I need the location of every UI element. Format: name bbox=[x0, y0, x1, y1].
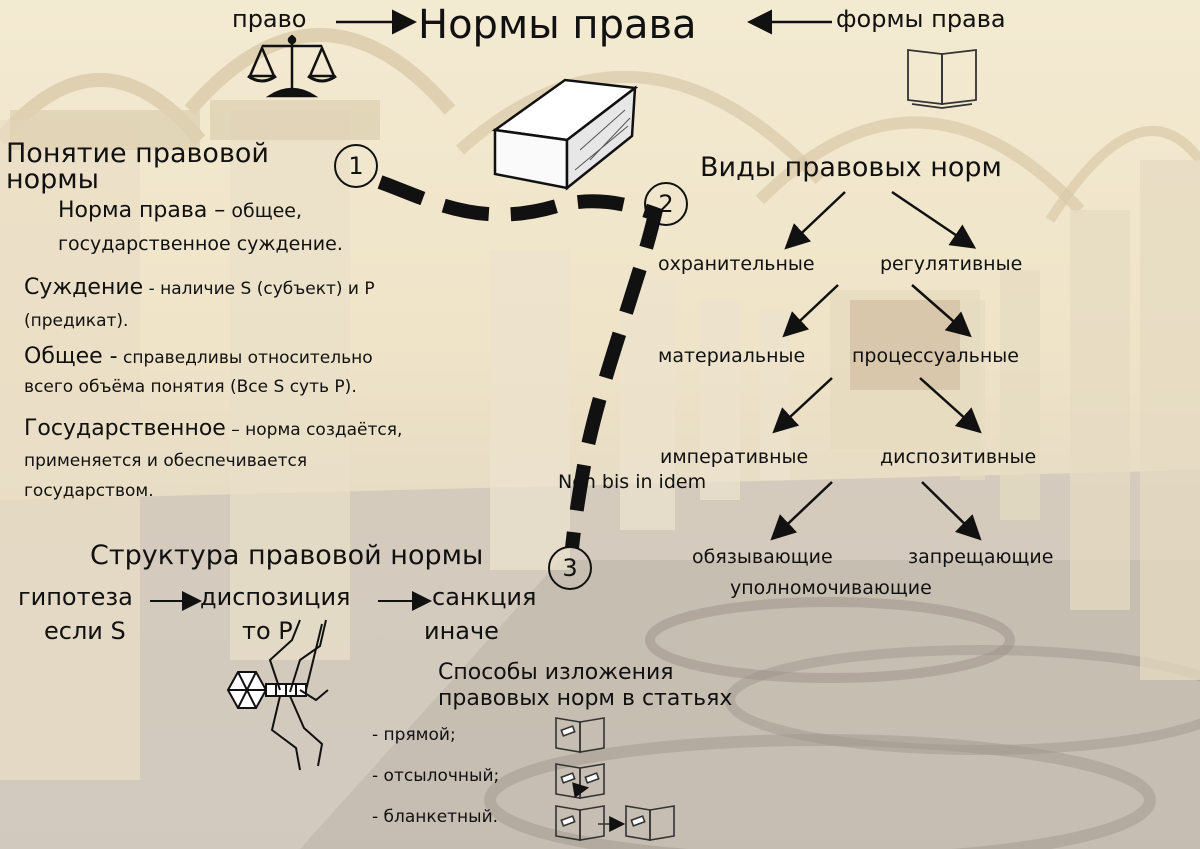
structure-then-p: то P bbox=[242, 618, 293, 646]
definition-rest: общее, bbox=[225, 200, 302, 222]
definition-term: Норма права – bbox=[58, 198, 225, 223]
general-line2: всего объёма понятия (Все S суть P). bbox=[24, 378, 357, 398]
arrow-reg-material bbox=[786, 285, 838, 334]
arrow-disp-obliging bbox=[774, 482, 832, 537]
state-line3: государством. bbox=[24, 482, 154, 502]
method-direct: - прямой; bbox=[372, 726, 456, 746]
step-number-2: 2 bbox=[644, 182, 688, 226]
arrow-disp-prohibiting bbox=[922, 482, 978, 537]
type-dispositive: диспозитивные bbox=[880, 447, 1036, 469]
structure-if-s: если S bbox=[44, 618, 126, 646]
type-prohibiting: запрещающие bbox=[908, 547, 1053, 569]
state-line1: Государственное – норма создаётся, bbox=[24, 416, 402, 441]
type-procedural: процессуальные bbox=[852, 346, 1019, 368]
definition-line2: государственное суждение. bbox=[58, 234, 343, 256]
general-line1: Общее - справедливы относительно bbox=[24, 344, 373, 369]
scales-icon bbox=[248, 35, 336, 96]
book-blanket-left-icon bbox=[556, 806, 604, 840]
judgment-line2: (предикат). bbox=[24, 312, 128, 332]
arrow-types-regulative bbox=[892, 192, 972, 246]
type-protective: охранительные bbox=[658, 254, 815, 276]
judgment-line1: Суждение - наличие S (субъект) и P bbox=[24, 275, 375, 300]
step-number-3: 3 bbox=[548, 546, 592, 590]
structure-else: иначе bbox=[424, 618, 499, 646]
step-number-1: 1 bbox=[334, 144, 378, 188]
methods-heading-line1: Способы изложения bbox=[438, 660, 673, 685]
concept-heading-line2: нормы bbox=[6, 164, 99, 195]
arrow-mat-imperative bbox=[776, 378, 832, 430]
type-empowering: уполномочивающие bbox=[730, 578, 932, 600]
structure-heading: Структура правовой нормы bbox=[90, 540, 483, 571]
formy-prava-label: формы права bbox=[836, 6, 1006, 34]
type-imperative: императивные bbox=[660, 447, 808, 469]
state-rest: – норма создаётся, bbox=[226, 420, 403, 440]
general-rest: справедливы относительно bbox=[118, 348, 373, 368]
arrow-proc-dispositive bbox=[920, 378, 978, 430]
definition-line1: Норма права – общее, bbox=[58, 198, 302, 223]
method-blanket: - бланкетный. bbox=[372, 808, 498, 828]
judgment-rest: - наличие S (субъект) и P bbox=[143, 279, 374, 299]
arrow-reg-procedural bbox=[912, 285, 968, 334]
book-direct-icon bbox=[556, 718, 604, 752]
general-term: Общее - bbox=[24, 344, 118, 369]
type-obliging: обязывающие bbox=[692, 547, 833, 569]
structure-hypothesis: гипотеза bbox=[18, 584, 133, 612]
open-book-icon bbox=[908, 50, 976, 108]
judgment-term: Суждение bbox=[24, 275, 143, 300]
page-title: Нормы права bbox=[418, 2, 697, 48]
type-material: материальные bbox=[658, 346, 805, 368]
pravo-label: право bbox=[232, 6, 306, 34]
type-regulative: регулятивные bbox=[880, 254, 1022, 276]
state-line2: применяется и обеспечивается bbox=[24, 452, 307, 472]
structure-disposition: диспозиция bbox=[200, 584, 351, 612]
latin-maxim: Non bis in idem bbox=[558, 472, 706, 494]
types-heading: Виды правовых норм bbox=[700, 152, 1002, 183]
arrow-types-protective bbox=[788, 192, 845, 246]
structure-sanction: санкция bbox=[432, 584, 536, 612]
brick-icon bbox=[495, 80, 635, 188]
state-term: Государственное bbox=[24, 416, 226, 441]
book-blanket-right-icon bbox=[626, 806, 674, 840]
method-reference: - отсылочный; bbox=[372, 767, 499, 787]
book-reference-icon bbox=[556, 764, 604, 798]
methods-heading-line2: правовых норм в статьях bbox=[438, 686, 732, 711]
